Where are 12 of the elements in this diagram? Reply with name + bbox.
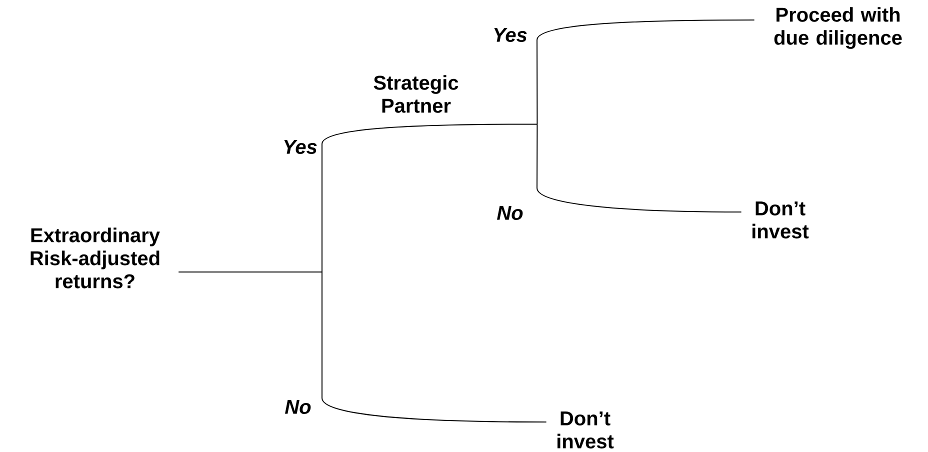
edge-label: Yes — [284, 140, 317, 154]
outcome-text: Don’t invest — [558, 412, 614, 448]
branch-line — [536, 124, 742, 212]
edge-label: Yes — [494, 28, 527, 42]
outcome-text: Don’t invest — [752, 202, 809, 238]
decision-text: Strategic Partner — [374, 75, 458, 113]
branch-line — [536, 20, 755, 125]
edge-label: No — [497, 206, 523, 220]
edge-label: No — [285, 400, 311, 414]
decision-text: Extraordinary Risk-adjusted returns? — [30, 228, 160, 288]
branch-line — [178, 272, 547, 422]
outcome-text: Proceed with due diligence — [774, 7, 902, 49]
